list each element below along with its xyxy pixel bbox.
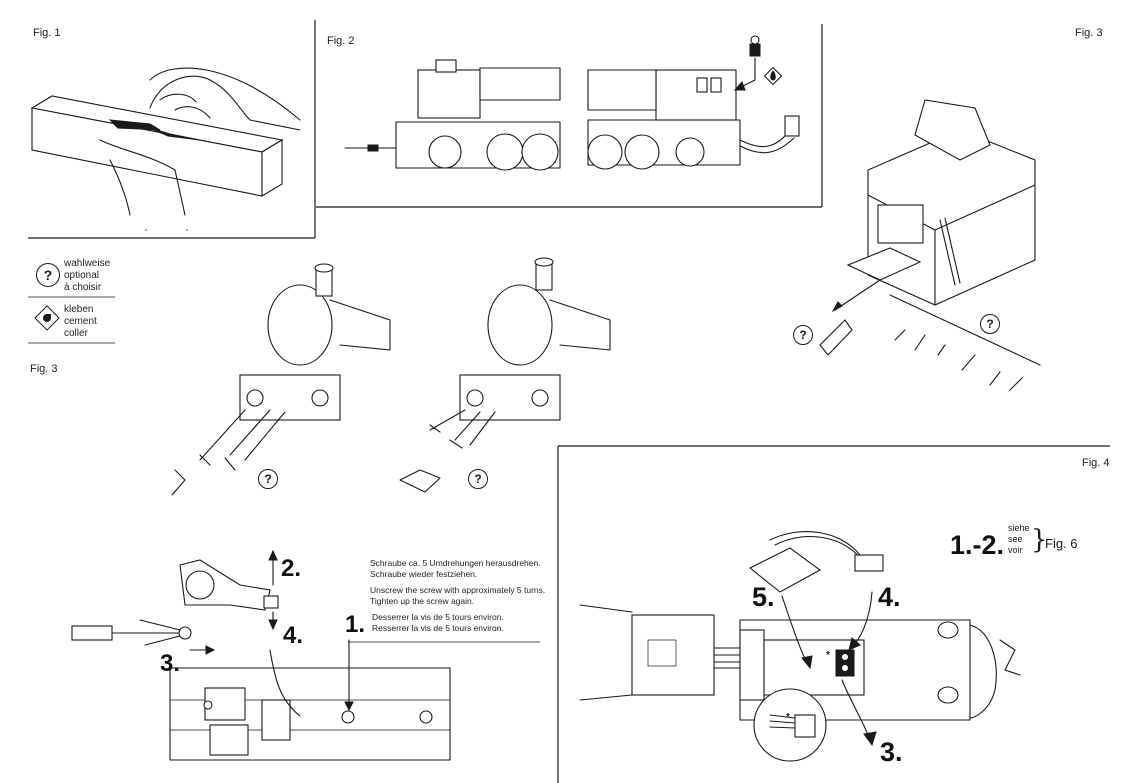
- step-4-label: 4.: [283, 622, 304, 649]
- legend-optional-de: wahlweise: [64, 258, 111, 269]
- question-icon: ?: [980, 314, 1000, 334]
- step-3-right-label: 3.: [880, 737, 903, 767]
- legend-cement-en: cement: [64, 316, 97, 327]
- instruction-fr-tighten: Resserrer la vis de 5 tours environ.: [372, 622, 504, 633]
- reference-siehe: siehe: [1008, 523, 1030, 533]
- question-icon: ?: [793, 325, 813, 345]
- step-1-2-label: 1.-2.: [950, 530, 1005, 560]
- fig3-front-view-left: [171, 263, 391, 496]
- instruction-de-unscrew: Schraube ca. 5 Umdrehungen herausdrehen.: [370, 558, 541, 568]
- fig1-label: Fig. 1: [33, 27, 61, 39]
- star-marker: *: [786, 712, 790, 723]
- legend-cement-fr: coller: [64, 328, 88, 339]
- fig3-label-top: Fig. 3: [1075, 27, 1103, 39]
- fig3-tender-drawing: [819, 99, 1041, 391]
- instruction-en-tighten: Tighten up the screw again.: [370, 595, 475, 606]
- legend-optional-fr: à choisir: [64, 282, 102, 293]
- instruction-fr-unscrew: Desserrer la vis de 5 tours environ.: [372, 612, 504, 622]
- fig2-locomotive-drawing: [344, 35, 800, 171]
- brace-icon: }: [1031, 525, 1048, 555]
- step-4-right-label: 4.: [878, 582, 901, 612]
- legend-cement-de: kleben: [64, 304, 94, 315]
- question-icon: ?: [258, 469, 278, 489]
- fig4-chassis-drawing: [579, 531, 1021, 762]
- instruction-en-unscrew: Unscrew the screw with approximately 5 t…: [370, 585, 546, 595]
- step-3-label: 3.: [160, 650, 181, 677]
- star-marker: *: [826, 650, 830, 661]
- reference-see: see: [1008, 534, 1023, 544]
- legend-optional-en: optional: [64, 270, 100, 281]
- reference-fig6: Fig. 6: [1045, 536, 1078, 551]
- step-5-label: 5.: [752, 582, 775, 612]
- chassis-left-drawing: [71, 549, 451, 761]
- step-2-label: 2.: [281, 555, 302, 582]
- fig1-box-drawing: [30, 67, 301, 231]
- fig4-label: Fig. 4: [1082, 457, 1110, 469]
- step-1-label: 1.: [345, 611, 366, 638]
- fig3-front-view-right: [399, 257, 611, 493]
- fig3-label-left: Fig. 3: [30, 363, 58, 375]
- question-icon: ?: [36, 263, 60, 287]
- instruction-de-tighten: Schraube wieder festziehen.: [370, 568, 478, 579]
- question-icon: ?: [468, 469, 488, 489]
- fig2-label: Fig. 2: [327, 35, 355, 47]
- reference-voir: voir: [1008, 545, 1023, 555]
